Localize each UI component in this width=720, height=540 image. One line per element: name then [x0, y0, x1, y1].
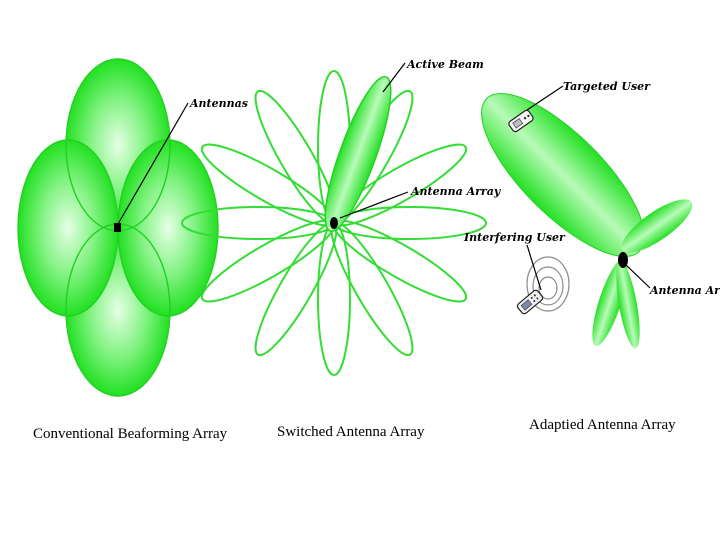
adaptive-panel: Targeted User Interfering User Antenna A…: [458, 70, 720, 433]
antennas-label: Antennas: [189, 97, 248, 110]
switched-array-dot: [330, 217, 338, 229]
interfering-user-leader: [527, 245, 541, 290]
switched-array-label: Antenna Array: [410, 185, 502, 198]
interfering-user-phone-icon: [516, 289, 544, 315]
adaptive-caption: Adaptied Antenna Array: [529, 417, 676, 433]
antennas-marker: [114, 223, 121, 232]
switched-caption: Switched Antenna Array: [277, 424, 425, 440]
switched-panel: Active Beam Antenna Array Switched Anten…: [182, 58, 502, 440]
conventional-panel: Antennas Conventional Beaforming Array: [18, 59, 248, 442]
interfering-user-label: Interfering User: [463, 231, 566, 244]
adaptive-array-label: Antenna Array: [649, 284, 720, 297]
targeted-user-leader: [527, 86, 563, 110]
active-beam-label: Active Beam: [406, 58, 484, 71]
conventional-caption: Conventional Beaforming Array: [33, 426, 228, 442]
targeted-user-label: Targeted User: [563, 80, 651, 93]
